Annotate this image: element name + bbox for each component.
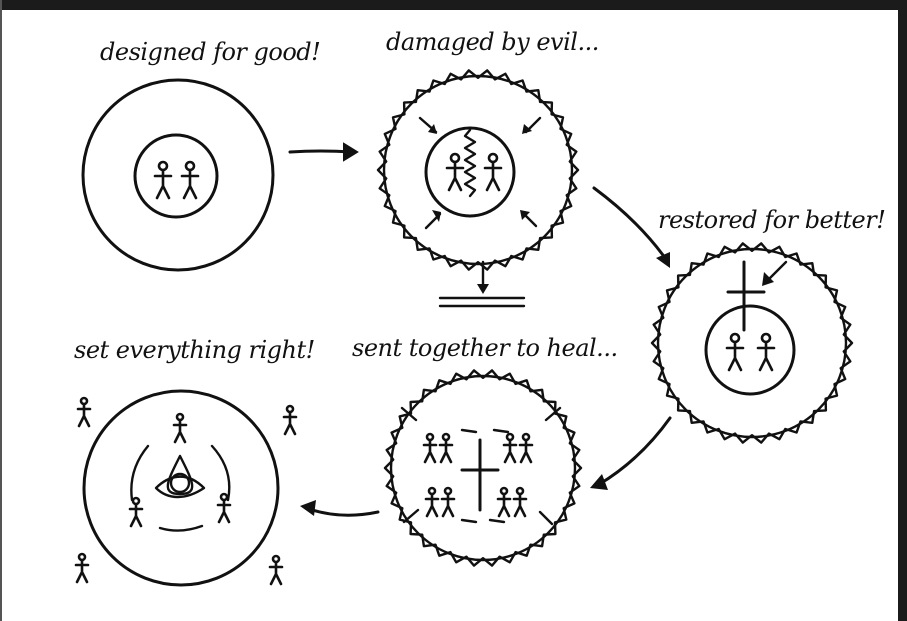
person-figure bbox=[520, 434, 532, 462]
inner-circle bbox=[135, 135, 217, 217]
cross-icon bbox=[462, 440, 498, 510]
person-figure bbox=[447, 154, 463, 190]
jagged-outer-circle bbox=[658, 249, 846, 437]
person-figure bbox=[758, 334, 774, 370]
person-figure bbox=[130, 498, 142, 526]
jagged-outer-circle bbox=[384, 76, 572, 264]
person-figure bbox=[78, 398, 90, 426]
stage-designed bbox=[83, 80, 273, 270]
person-figure bbox=[155, 162, 171, 198]
jagged-outer-circle bbox=[391, 376, 575, 560]
person-figure bbox=[485, 154, 501, 190]
person-figure bbox=[424, 434, 436, 462]
label-sent-together-to-heal: sent together to heal... bbox=[352, 334, 618, 362]
person-figure bbox=[426, 488, 438, 516]
person-figure bbox=[440, 434, 452, 462]
inner-circle bbox=[426, 128, 514, 216]
person-figure bbox=[76, 554, 88, 582]
person-figure bbox=[174, 414, 186, 442]
stage-restored bbox=[652, 243, 852, 442]
cross-icon bbox=[728, 262, 764, 330]
person-figure bbox=[727, 334, 743, 370]
stage-sent bbox=[385, 370, 581, 565]
trinity-knot-icon bbox=[156, 456, 204, 497]
person-figure bbox=[514, 488, 526, 516]
label-damaged-by-evil: damaged by evil... bbox=[386, 28, 599, 56]
arrow-icon bbox=[590, 418, 670, 490]
stage-right bbox=[76, 391, 296, 585]
split-line bbox=[465, 130, 475, 196]
arrow-icon bbox=[300, 500, 378, 516]
person-figure bbox=[270, 556, 282, 584]
person-figure bbox=[284, 406, 296, 434]
label-restored-for-better: restored for better! bbox=[658, 206, 885, 234]
label-designed-for-good: designed for good! bbox=[100, 38, 320, 66]
stage-damaged bbox=[378, 70, 578, 269]
jagged-edge bbox=[378, 70, 578, 269]
person-figure bbox=[182, 162, 198, 198]
label-set-everything-right: set everything right! bbox=[74, 336, 315, 364]
arrow-icon bbox=[440, 262, 524, 306]
person-figure bbox=[442, 488, 454, 516]
outer-circle bbox=[83, 80, 273, 270]
person-figure bbox=[504, 434, 516, 462]
inner-circle bbox=[706, 306, 794, 394]
person-figure bbox=[498, 488, 510, 516]
arrow-icon bbox=[290, 144, 357, 160]
